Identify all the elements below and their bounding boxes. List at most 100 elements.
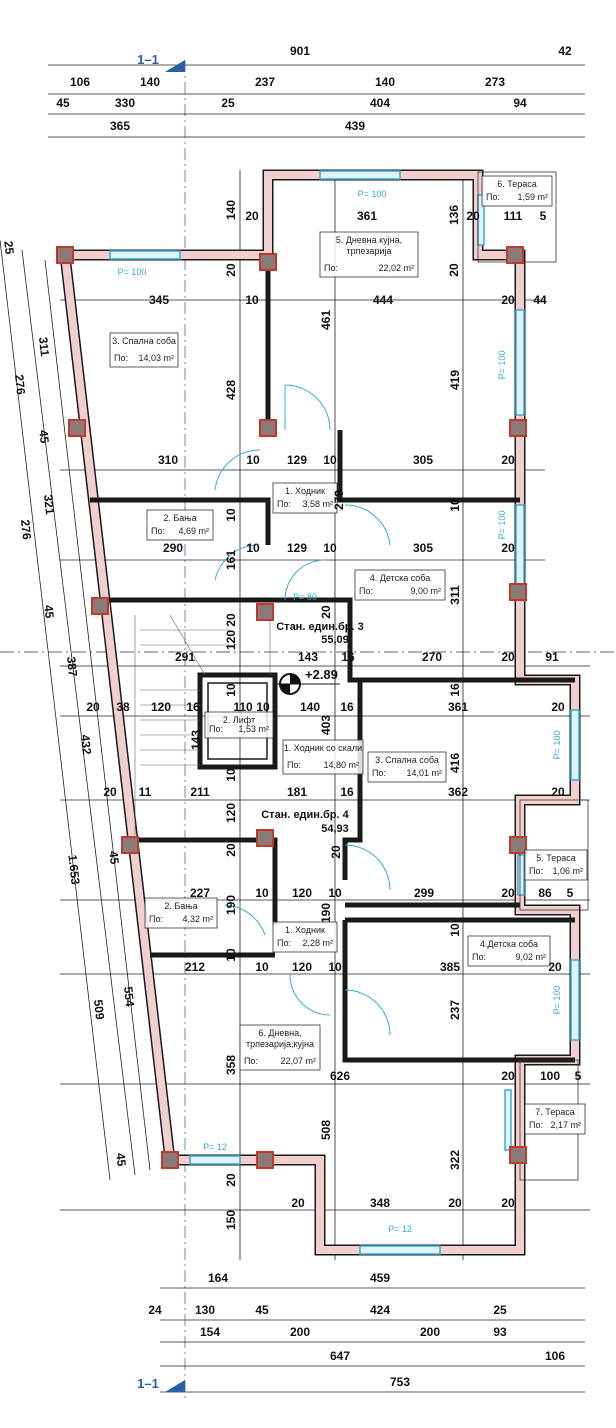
room-label-box [524,849,588,881]
interior-dimension-label: 290 [163,541,183,555]
room-label-box [272,482,338,514]
bottom-dimension-label: 130 [195,1303,215,1317]
interior-dimension-label: 10 [246,541,260,555]
room-name: 5. Тераса [536,853,576,863]
room-name: 1. Ходник [285,925,325,935]
interior-dimension-label: 143 [189,730,203,750]
room-name: 6. Дневна, [258,1028,301,1038]
unit-3-label: Стан. един.бр. 3 55,09 [276,621,364,646]
interior-dimension-label: 20 [501,650,515,664]
interior-dimension-label: 20 [224,1173,238,1187]
interior-dimension-label: 358 [224,1055,238,1075]
room-area: 22,02 m² [378,263,414,273]
interior-dimension-label: 20 [466,209,480,223]
room-name: 3. Спална соба [112,336,176,346]
top-dimension-label: 404 [370,96,390,110]
interior-dimension-label: 10 [224,683,238,697]
room-area: 4,32 m² [182,914,213,924]
room-label-box [354,569,446,601]
interior-dimension-label: 361 [357,209,377,223]
column [259,419,277,437]
left-dimension-label: 432 [78,734,94,756]
interior-dimension-label: 20 [501,1196,515,1210]
interior-dimension-label: 129 [287,453,307,467]
room-label-box [144,897,218,929]
top-dimension-label: 140 [375,75,395,89]
interior-dimension-label: 20 [501,886,515,900]
bottom-dimension-label: 25 [493,1303,507,1317]
elevation-marker: +2.89 [275,667,340,695]
room-name: 2. Лифт [223,715,255,725]
interior-dimension-label: 20 [501,1069,515,1083]
room-area: 22,07 m² [280,1056,316,1066]
top-dimension-label: 365 [110,119,130,133]
stairs [134,614,271,835]
interior-dimension-label: 100 [540,1069,560,1083]
bottom-dimension-label: 45 [255,1303,269,1317]
area-prefix: По: [277,938,291,948]
interior-dimension-label: 20 [551,700,565,714]
doors [214,384,391,1036]
bottom-dimension-label: 106 [545,1349,565,1363]
bottom-dimension-label: 200 [290,1325,310,1339]
left-dimension-label: 321 [41,494,57,516]
top-dimension-label: 42 [558,44,572,58]
area-prefix: По: [529,866,543,876]
column [161,1151,179,1169]
window-label: P= 100 [358,189,387,199]
interior-dimension-label: 270 [422,650,442,664]
room-label-box [239,1024,321,1071]
interior-dimension-label: 385 [440,960,460,974]
room-label-box [524,1103,586,1135]
interior-dimension-label: 20 [501,453,515,467]
room-area: 1,53 m² [238,724,269,734]
room-name: 5. Дневна кујна, [336,235,402,245]
room-label-box [204,711,274,739]
interior-dimension-label: 20 [501,293,515,307]
interior-dimension-label: 20 [548,960,562,974]
left-dimension-label: 45 [113,1152,128,1167]
interior-dimension-label: 10 [323,453,337,467]
interior-dimension-label: 120 [224,803,238,823]
area-prefix: По: [287,760,301,770]
interior-dimension-label: 16 [340,785,354,799]
interior-dimension-label: 140 [300,700,320,714]
window-label: P= 12 [388,1224,412,1234]
interior-dimension-label: 10 [448,498,462,512]
windows [109,170,580,1255]
interior-dimension-label: 10 [255,886,269,900]
bottom-dimension-label: 200 [420,1325,440,1339]
room-name: трпезарија [347,246,392,256]
interior-dimension-label: 16 [341,650,355,664]
section-marker-top: 1–1 [137,52,185,72]
column [259,253,277,271]
interior-dimension-label: 419 [448,370,462,390]
interior-dimension-label: 10 [224,768,238,782]
interior-dimension-label: 20 [224,843,238,857]
room-area: 9,00 m² [410,586,441,596]
interior-dimension-label: 20 [224,263,238,277]
column [506,246,524,264]
column [121,836,139,854]
bottom-dimension-label: 424 [370,1303,390,1317]
interior-dimension-label: 120 [292,886,312,900]
interior-dimension-label: 305 [413,453,433,467]
interior-dimension-label: 299 [414,886,434,900]
interior-dimension-label: 227 [190,886,210,900]
interior-dimension-label: 10 [323,541,337,555]
interior-dimension-label: 136 [447,205,461,225]
interior-dimension-label: 416 [448,753,462,773]
interior-dimension-label: 444 [373,293,393,307]
area-prefix: По: [151,526,165,536]
left-dimension-label: 45 [36,429,51,444]
interior-dimension-label: 150 [224,1210,238,1230]
interior-dimension-label: 120 [292,960,312,974]
